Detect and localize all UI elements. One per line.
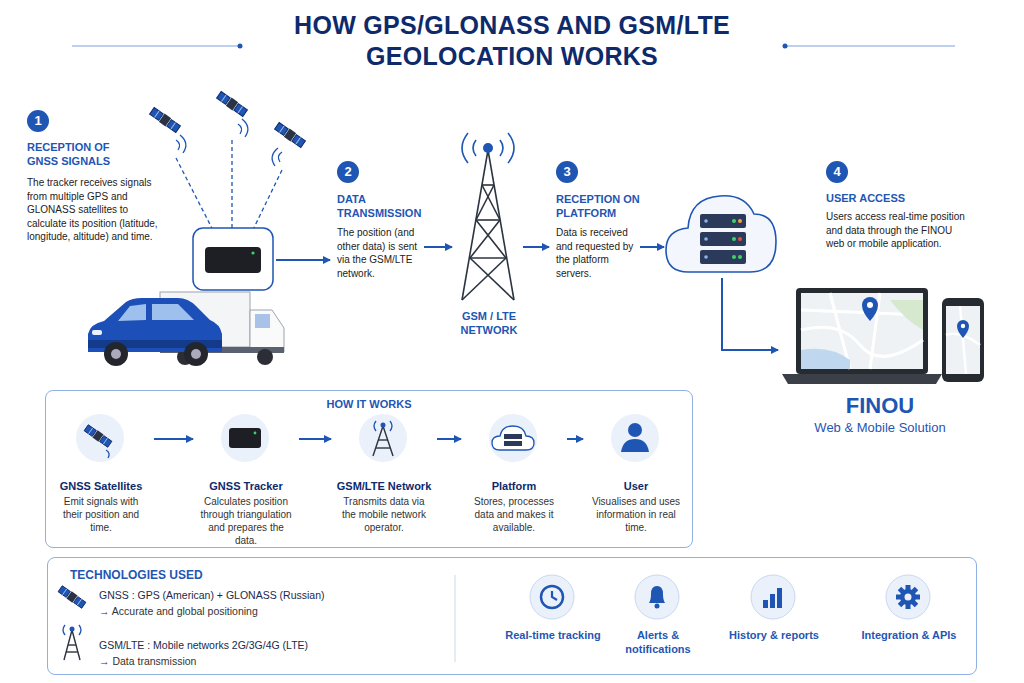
feature-item: Integration & APIs	[859, 576, 959, 642]
flow-arrow	[437, 438, 461, 440]
panel-heading: HOW IT WORKS	[46, 398, 692, 410]
process-panel: HOW IT WORKSGNSS SatellitesEmit signals …	[45, 390, 693, 548]
feature-label: Integration & APIs	[859, 628, 959, 642]
process-step: GNSS TrackerCalculates position through …	[198, 411, 294, 547]
network-label: GSM / LTE NETWORK	[448, 309, 530, 337]
feature-item: Alerts & notifications	[608, 576, 708, 656]
step-body: The tracker receives signals from multip…	[27, 176, 163, 244]
flow-arrow	[567, 438, 583, 440]
panel-heading: TECHNOLOGIES USED	[70, 568, 470, 582]
brand-name: FINOU	[800, 393, 960, 419]
technology-text: → Accurate and global positioning	[99, 604, 429, 618]
feature-label: Alerts & notifications	[608, 628, 708, 656]
technology-text: GSM/LTE : Mobile networks 2G/3G/4G (LTE)	[99, 638, 429, 652]
brand-tagline: Web & Mobile Solution	[790, 420, 970, 436]
step-number: 3	[556, 161, 578, 183]
technology-panel: TECHNOLOGIES USED GNSS : GPS (American) +…	[47, 557, 977, 675]
step-heading: GSM/LTE Network	[336, 479, 432, 493]
step-heading: RECEPTION OF GNSS SIGNALS	[27, 140, 137, 168]
step-heading: Platform	[466, 479, 562, 493]
flow-arrow	[299, 438, 331, 440]
step-number: 4	[826, 161, 848, 183]
step-body: Emit signals with their position and tim…	[53, 495, 149, 534]
feature-label: History & reports	[724, 628, 824, 642]
callout-number: 1	[34, 114, 41, 128]
callout-number: 3	[563, 165, 570, 179]
step-body: Stores, processes data and makes it avai…	[466, 495, 562, 534]
callout-number: 4	[833, 165, 840, 179]
step-heading: USER ACCESS	[826, 191, 966, 205]
step-body: Calculates position through triangulatio…	[198, 495, 294, 547]
step-heading: GNSS Tracker	[198, 479, 294, 493]
step-body: The position (and other data) is sent vi…	[337, 226, 421, 280]
process-step: PlatformStores, processes data and makes…	[466, 411, 562, 534]
step-heading: User	[588, 479, 684, 493]
callout-number: 2	[344, 165, 351, 179]
step-number: 2	[337, 161, 359, 183]
feature-label: Real-time tracking	[503, 628, 603, 642]
feature-item: Real-time tracking	[503, 576, 603, 642]
flow-arrow	[154, 438, 193, 440]
step-heading: RECEPTION ON PLATFORM	[556, 192, 646, 220]
step-body: Data is received and requested by the pl…	[556, 226, 638, 280]
process-step: GNSS SatellitesEmit signals with their p…	[53, 411, 149, 534]
technology-text: GNSS : GPS (American) + GLONASS (Russian…	[99, 588, 429, 602]
feature-item: History & reports	[724, 576, 824, 642]
step-number: 1	[27, 110, 49, 132]
process-step: GSM/LTE NetworkTransmits data via the mo…	[336, 411, 432, 534]
step-heading: DATA TRANSMISSION	[337, 192, 437, 220]
step-heading: GNSS Satellites	[53, 479, 149, 493]
technology-text: → Data transmission	[99, 654, 429, 668]
diagram-title: HOW GPS/GLONASS AND GSM/LTE GEOLOCATION …	[222, 10, 802, 72]
process-step: UserVisualises and uses information in r…	[588, 411, 684, 534]
step-body: Users access real-time position and data…	[826, 210, 966, 251]
step-body: Visualises and uses information in real …	[588, 495, 684, 534]
step-body: Transmits data via the mobile network op…	[336, 495, 432, 534]
